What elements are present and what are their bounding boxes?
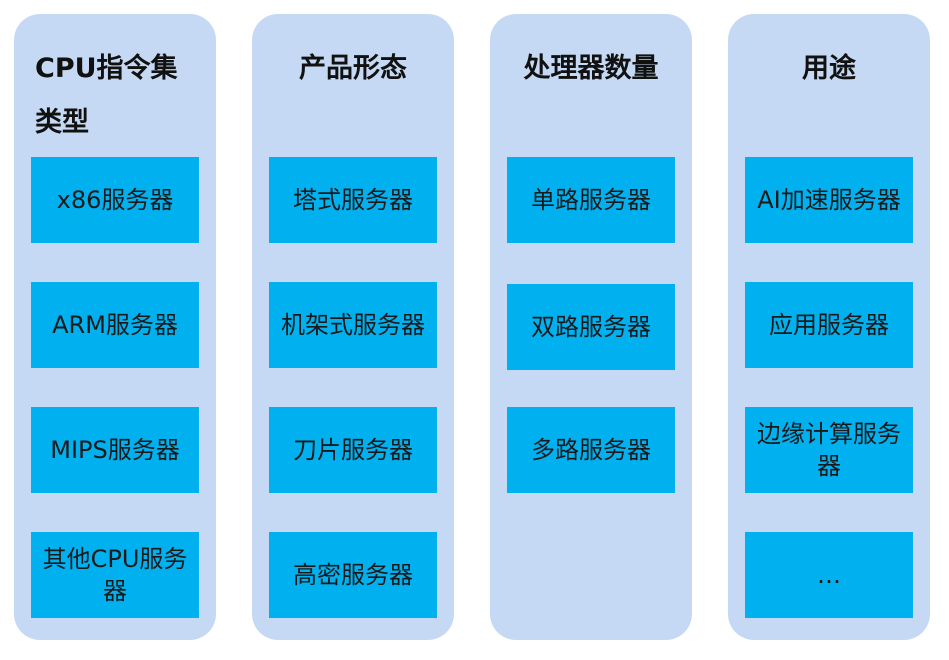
- column-cpu-isa: CPU指令集类型 x86服务器 ARM服务器 MIPS服务器 其他CPU服务器: [14, 14, 216, 640]
- category-card: …: [745, 532, 913, 618]
- category-card-label: 单路服务器: [531, 186, 651, 214]
- category-card-label: 边缘计算服务器: [757, 420, 901, 480]
- category-card-label: 高密服务器: [293, 561, 413, 589]
- column-title: 产品形态: [299, 53, 407, 84]
- category-card: 边缘计算服务器: [745, 407, 913, 493]
- category-card-label: …: [817, 561, 841, 589]
- column-title: CPU指令集类型: [35, 53, 178, 138]
- category-card: MIPS服务器: [31, 407, 199, 493]
- category-card: 塔式服务器: [269, 157, 437, 243]
- category-card-label: 塔式服务器: [293, 186, 413, 214]
- column-product-form: 产品形态 塔式服务器 机架式服务器 刀片服务器 高密服务器: [252, 14, 454, 640]
- column-usage: 用途 AI加速服务器 应用服务器 边缘计算服务器 …: [728, 14, 930, 640]
- category-card: 多路服务器: [507, 407, 675, 493]
- category-card: 双路服务器: [507, 284, 675, 370]
- category-card-label: 刀片服务器: [293, 436, 413, 464]
- category-card-label: ARM服务器: [52, 311, 178, 339]
- category-card: 机架式服务器: [269, 282, 437, 368]
- column-title: 用途: [802, 53, 856, 84]
- category-card: 单路服务器: [507, 157, 675, 243]
- category-card-label: 其他CPU服务器: [42, 545, 188, 605]
- category-card: 刀片服务器: [269, 407, 437, 493]
- category-card: AI加速服务器: [745, 157, 913, 243]
- column-title: 处理器数量: [523, 53, 659, 84]
- category-card-label: 应用服务器: [769, 311, 889, 339]
- category-card: 其他CPU服务器: [31, 532, 199, 618]
- category-card: x86服务器: [31, 157, 199, 243]
- category-card: 高密服务器: [269, 532, 437, 618]
- category-card-label: AI加速服务器: [757, 186, 901, 214]
- category-card-label: MIPS服务器: [50, 436, 180, 464]
- category-card-label: 双路服务器: [531, 313, 651, 341]
- category-card-label: 多路服务器: [531, 436, 651, 464]
- column-processor-count: 处理器数量 单路服务器 双路服务器 多路服务器: [490, 14, 692, 640]
- category-card: ARM服务器: [31, 282, 199, 368]
- category-card: 应用服务器: [745, 282, 913, 368]
- category-card-label: 机架式服务器: [281, 311, 425, 339]
- category-card-label: x86服务器: [56, 186, 174, 214]
